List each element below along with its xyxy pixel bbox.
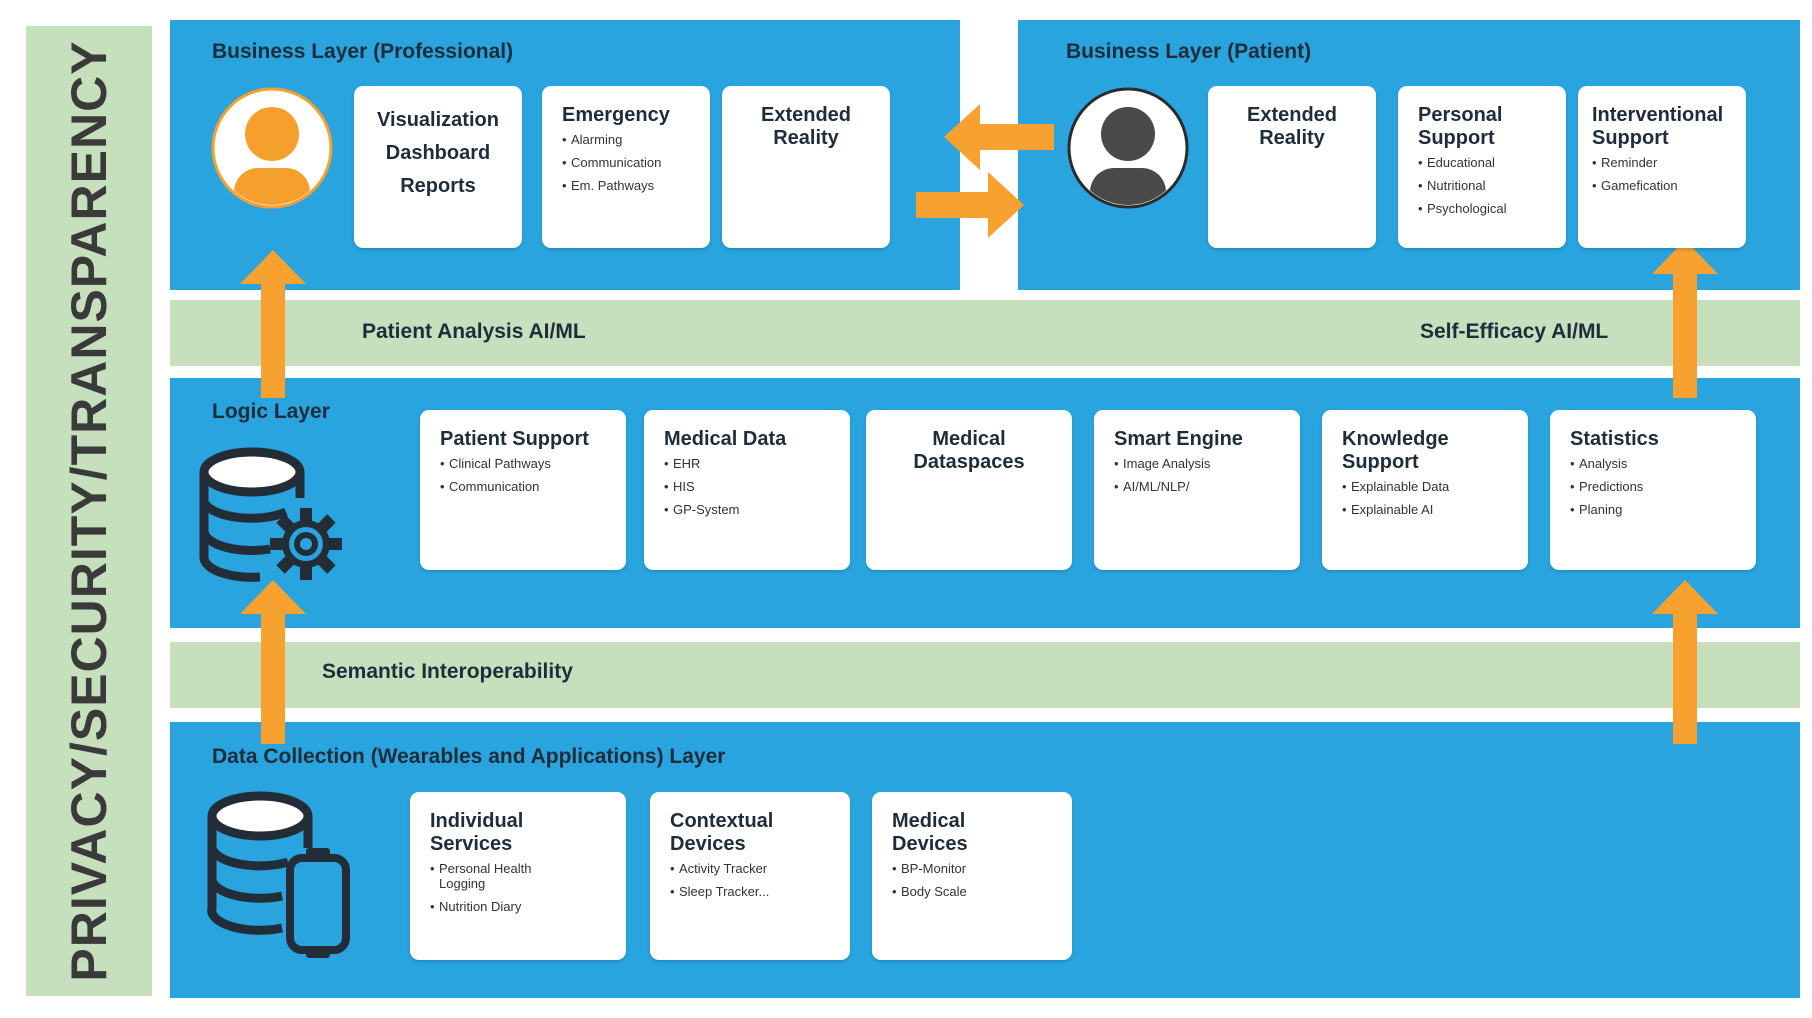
list-item: Personal Health Logging xyxy=(430,861,606,891)
card-knowledge-support: Knowledge Support Explainable Data Expla… xyxy=(1322,410,1528,570)
card-items: Alarming Communication Em. Pathways xyxy=(562,132,690,193)
card-medical-devices: Medical Devices BP-Monitor Body Scale xyxy=(872,792,1072,960)
semantic-interoperability-band xyxy=(170,642,1800,708)
card-title: Statistics xyxy=(1570,428,1659,450)
privacy-security-sidebar: PRIVACY/SECURITY/TRANSPARENCY xyxy=(26,26,152,996)
card-smart-engine: Smart Engine Image Analysis AI/ML/NLP/ xyxy=(1094,410,1300,570)
card-title: Smart Engine xyxy=(1114,428,1243,450)
card-items: Explainable Data Explainable AI xyxy=(1342,479,1508,517)
list-item: Nutrition Diary xyxy=(430,899,606,914)
list-item: Planing xyxy=(1570,502,1736,517)
list-item: Body Scale xyxy=(892,884,1052,899)
list-item: AI/ML/NLP/ xyxy=(1114,479,1280,494)
patient-analysis-ai-label: Patient Analysis AI/ML xyxy=(362,320,586,343)
card-statistics: Statistics Analysis Predictions Planing xyxy=(1550,410,1756,570)
list-item: Explainable Data xyxy=(1342,479,1508,494)
list-item: EHR xyxy=(664,456,830,471)
list-item: Em. Pathways xyxy=(562,178,690,193)
arrow-left-icon xyxy=(944,104,1054,170)
card-title: Extended Reality xyxy=(760,104,852,149)
list-item: Activity Tracker xyxy=(670,861,830,876)
card-emergency: Emergency Alarming Communication Em. Pat… xyxy=(542,86,710,248)
list-item: Reminder xyxy=(1592,155,1726,170)
arrow-up-icon xyxy=(240,580,306,744)
card-items: Activity Tracker Sleep Tracker... xyxy=(670,861,830,899)
list-item: Predictions xyxy=(1570,479,1736,494)
logic-layer-title: Logic Layer xyxy=(212,400,330,423)
list-item: Communication xyxy=(562,155,690,170)
card-title: Interventional Support xyxy=(1592,104,1724,149)
list-item: Explainable AI xyxy=(1342,502,1508,517)
card-visualization-dashboard-reports: Visualization Dashboard Reports xyxy=(354,86,522,248)
card-items: Educational Nutritional Psychological xyxy=(1418,155,1546,216)
list-item: Gamefication xyxy=(1592,178,1726,193)
card-title: Individual Services xyxy=(430,810,524,855)
list-item: Nutritional xyxy=(1418,178,1546,193)
card-title: Medical Data xyxy=(664,428,787,450)
data-collection-layer-title: Data Collection (Wearables and Applicati… xyxy=(212,745,726,768)
self-efficacy-ai-label: Self-Efficacy AI/ML xyxy=(1420,320,1609,343)
business-professional-title: Business Layer (Professional) xyxy=(212,40,514,63)
card-individual-services: Individual Services Personal Health Logg… xyxy=(410,792,626,960)
card-title: Medical Dataspaces xyxy=(913,428,1025,473)
card-items: Analysis Predictions Planing xyxy=(1570,456,1736,517)
database-gear-icon xyxy=(199,447,342,582)
arrow-right-icon xyxy=(916,172,1024,238)
list-item: Communication xyxy=(440,479,606,494)
list-item: Analysis xyxy=(1570,456,1736,471)
semantic-interoperability-label: Semantic Interoperability xyxy=(322,660,573,683)
card-items: Clinical Pathways Communication xyxy=(440,456,606,494)
card-items: EHR HIS GP-System xyxy=(664,456,830,517)
arrow-up-icon xyxy=(1652,580,1718,744)
list-item: GP-System xyxy=(664,502,830,517)
card-extended-reality-professional: Extended Reality xyxy=(722,86,890,248)
ai-ml-band xyxy=(170,300,1800,366)
card-title: Emergency xyxy=(562,104,670,126)
list-item: Alarming xyxy=(562,132,690,147)
list-item: BP-Monitor xyxy=(892,861,1052,876)
sidebar-label: PRIVACY/SECURITY/TRANSPARENCY xyxy=(61,40,117,982)
card-medical-dataspaces: Medical Dataspaces xyxy=(866,410,1072,570)
card-title: Patient Support xyxy=(440,428,589,450)
patient-avatar-icon xyxy=(1067,87,1189,209)
card-personal-support: Personal Support Educational Nutritional… xyxy=(1398,86,1566,248)
list-item: HIS xyxy=(664,479,830,494)
arrow-up-icon xyxy=(1652,240,1718,398)
card-title: Visualization Dashboard Reports xyxy=(377,109,499,197)
card-extended-reality-patient: Extended Reality xyxy=(1208,86,1376,248)
list-item: Image Analysis xyxy=(1114,456,1280,471)
card-title: Personal Support xyxy=(1418,104,1503,149)
card-patient-support: Patient Support Clinical Pathways Commun… xyxy=(420,410,626,570)
professional-avatar-icon xyxy=(211,87,333,209)
card-items: BP-Monitor Body Scale xyxy=(892,861,1052,899)
card-title: Extended Reality xyxy=(1246,104,1338,149)
card-title: Knowledge Support xyxy=(1342,428,1449,473)
card-items: Personal Health Logging Nutrition Diary xyxy=(430,861,606,914)
database-device-icon xyxy=(207,791,350,958)
list-item: Psychological xyxy=(1418,201,1546,216)
card-items: Image Analysis AI/ML/NLP/ xyxy=(1114,456,1280,494)
card-interventional-support: Interventional Support Reminder Gamefica… xyxy=(1578,86,1746,248)
card-items: Reminder Gamefication xyxy=(1592,155,1726,193)
list-item: Clinical Pathways xyxy=(440,456,606,471)
card-title: Medical Devices xyxy=(892,810,968,855)
list-item: Educational xyxy=(1418,155,1546,170)
business-patient-title: Business Layer (Patient) xyxy=(1066,40,1312,63)
card-title: Contextual Devices xyxy=(670,810,774,855)
card-medical-data: Medical Data EHR HIS GP-System xyxy=(644,410,850,570)
card-contextual-devices: Contextual Devices Activity Tracker Slee… xyxy=(650,792,850,960)
arrow-up-icon xyxy=(240,250,306,398)
list-item: Sleep Tracker... xyxy=(670,884,830,899)
